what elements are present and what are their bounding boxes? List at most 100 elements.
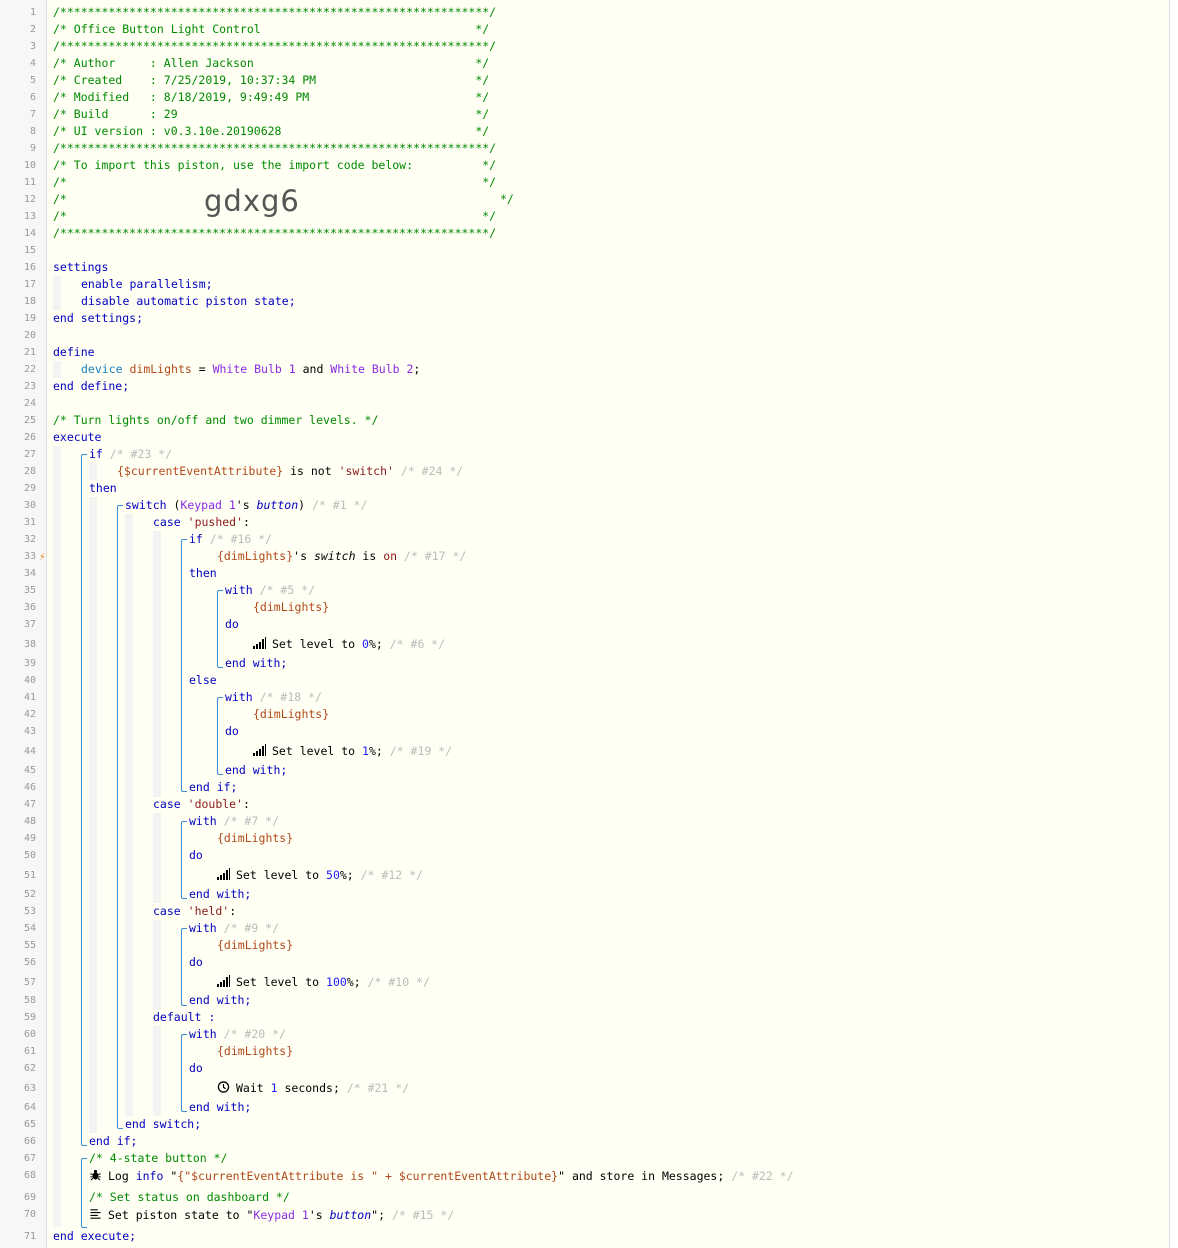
line-number: 21 [23,347,36,358]
line-number: 61 [23,1046,36,1057]
attribute-button: button [256,498,299,512]
do-keyword: do [225,724,239,738]
then-keyword: then [189,566,217,580]
log-action-22[interactable]: Log info "{"$currentEventAttribute is " … [89,1168,794,1190]
attribute-switch: switch [313,549,356,563]
indent-guide [89,497,97,1133]
switch-keyword: switch [125,498,167,512]
statement-tag: /* #23 */ [109,447,173,461]
settings-open[interactable]: settings [53,260,109,274]
line-number: 33 [23,551,36,562]
line-number: 23 [23,381,36,392]
with-statement-5[interactable]: with /* #5 */ [225,582,315,599]
if-keyword: if [189,532,203,546]
indent-guide [125,514,133,1116]
import-code[interactable]: gdxg6 [204,184,300,218]
execute-open[interactable]: execute [53,430,102,444]
line-number: 52 [23,889,36,900]
with-statement-18[interactable]: with /* #18 */ [225,689,322,706]
condition-17[interactable]: {dimLights}'s switch is on /* #17 */ [217,548,466,565]
condition-24[interactable]: {$currentEventAttribute} is not 'switch'… [117,463,463,480]
dimlights-reference[interactable]: {dimLights} [253,600,330,614]
with-block-bracket [181,928,187,1006]
device-keypad-1: Keypad 1 [253,1208,309,1222]
line-number: 57 [23,977,36,988]
line-number: 67 [23,1153,36,1164]
end-if: end if; [89,1134,138,1148]
with-keyword: with [189,814,217,828]
dimlights-reference[interactable]: {dimLights} [217,1044,294,1058]
setting-piston-state[interactable]: disable automatic piston state; [81,294,296,308]
set-status-comment[interactable]: /* Set status on dashboard */ [89,1190,290,1204]
case-held[interactable]: case 'held': [153,903,236,920]
indent-guide [153,1026,161,1116]
statement-tag: /* #5 */ [259,583,316,597]
line-number: 69 [23,1192,36,1203]
line-number: 48 [23,816,36,827]
and-word: and [295,362,331,376]
with-statement-7[interactable]: with /* #7 */ [189,813,279,830]
log-store: and store in Messages; [565,1169,725,1183]
quote-close: " [558,1169,566,1183]
level-value: 0 [362,637,369,651]
level-value: 50 [326,868,340,882]
execute-comment[interactable]: /* Turn lights on/off and two dimmer lev… [53,413,379,427]
device-white-bulb-1: White Bulb 1 [212,362,296,376]
if-statement-23[interactable]: if /* #23 */ [89,446,172,463]
line-number: 3 [29,41,36,52]
case-pushed[interactable]: case 'pushed': [153,514,250,531]
statement-tag: /* #16 */ [209,532,273,546]
statement-tag: /* #9 */ [223,921,280,935]
possessive: 's [235,498,257,512]
header-border: /***************************************… [53,5,497,19]
equals-sign: = [191,362,213,376]
header-build: /* Build : 29 */ [53,107,490,121]
dimlights-reference[interactable]: {dimLights} [217,938,294,952]
dimlights-reference[interactable]: {dimLights} [217,831,294,845]
dimlights-reference[interactable]: {dimLights} [253,707,330,721]
line-number: 44 [23,746,36,757]
define-close: end define; [53,379,130,393]
with-keyword: with [189,921,217,935]
case-double[interactable]: case 'double': [153,796,250,813]
switch-statement-1[interactable]: switch (Keypad 1's button) /* #1 */ [125,497,367,514]
with-statement-9[interactable]: with /* #9 */ [189,920,279,937]
statement-tag: /* #10 */ [367,975,430,989]
line-number: 53 [23,906,36,917]
statement-tag: /* #15 */ [391,1208,455,1222]
line-number: 50 [23,850,36,861]
line-number: 5 [29,75,36,86]
line-number: 17 [23,279,36,290]
set-level-action-10[interactable]: Set level to 100%; /* #10 */ [217,974,430,996]
default-case[interactable]: default : [153,1010,216,1024]
wait-action-21[interactable]: Wait 1 seconds; /* #21 */ [217,1080,409,1102]
indent-guide [53,276,61,310]
if-keyword: if [89,447,103,461]
set-level-action-6[interactable]: Set level to 0%; /* #6 */ [253,636,445,658]
device-variable-definition[interactable]: device dimLights = White Bulb 1 and Whit… [81,361,420,378]
set-level-action-12[interactable]: Set level to 50%; /* #12 */ [217,867,423,889]
log-label: Log [108,1169,136,1183]
header-ui-version: /* UI version : v0.3.10e.20190628 */ [53,124,490,138]
line-number: 8 [29,126,36,137]
with-statement-20[interactable]: with /* #20 */ [189,1026,286,1043]
case-value: 'held' [187,904,230,918]
define-open[interactable]: define [53,345,95,359]
case-keyword: case [153,797,181,811]
line-number: 18 [23,296,36,307]
line-number: 22 [23,364,36,375]
setting-parallelism[interactable]: enable parallelism; [81,277,213,291]
four-state-comment[interactable]: /* 4-state button */ [89,1151,228,1165]
header-border: /***************************************… [53,226,497,240]
then-keyword: then [89,481,117,495]
colon: : [243,797,250,811]
set-level-action-19[interactable]: Set level to 1%; /* #19 */ [253,743,452,765]
bug-icon [90,1169,101,1181]
line-number: 39 [23,658,36,669]
line-number: 71 [23,1231,36,1242]
line-number: 31 [23,517,36,528]
set-state-action-15[interactable]: Set piston state to "Keypad 1's button";… [89,1207,454,1229]
if-statement-16[interactable]: if /* #16 */ [189,531,272,548]
variable-name: dimLights [129,362,192,376]
line-number: 9 [29,143,36,154]
